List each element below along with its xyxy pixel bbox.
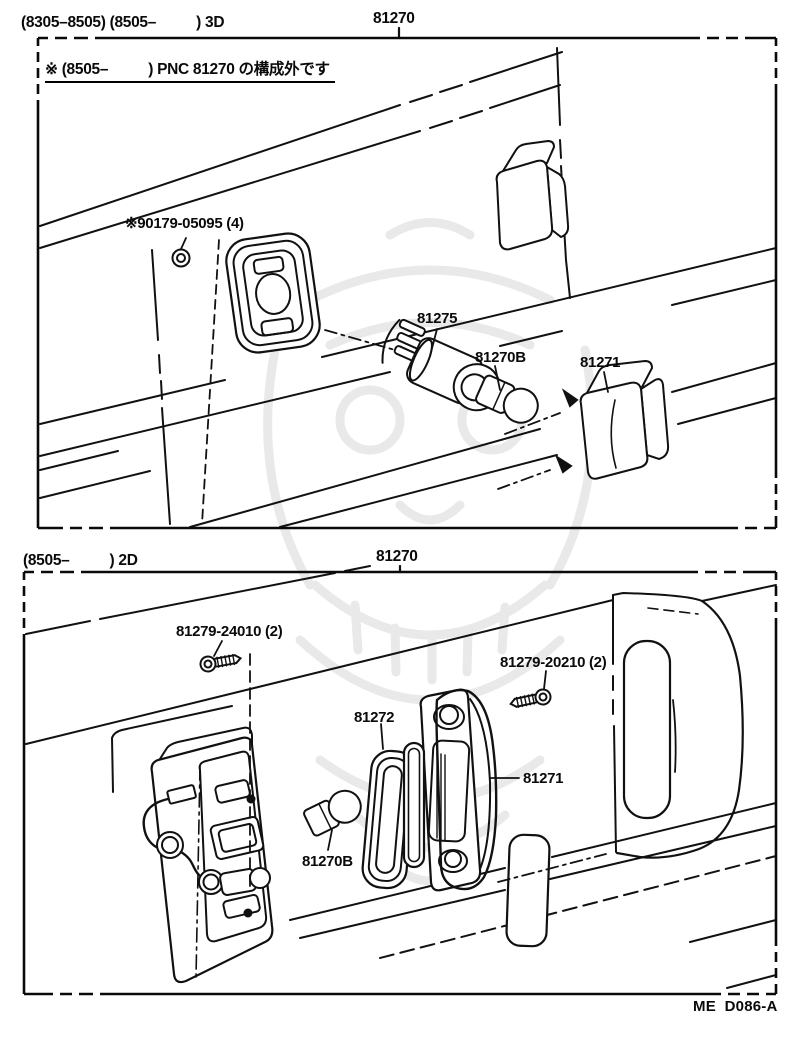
body-side-lamp-boss	[495, 139, 570, 251]
bulb-81270b-3d	[475, 374, 539, 424]
screw-81279-24010	[199, 653, 243, 673]
panel-borders	[22, 36, 778, 996]
label-screw-81279-24010: 81279-24010 (2)	[176, 623, 283, 640]
gasket-81272	[361, 749, 417, 890]
panel-3d-range-label: (8305–8505) (8505– ) 3D	[21, 14, 225, 31]
label-screw-81279-20210: 81279-20210 (2)	[500, 654, 607, 671]
drawing-code: ME D086-A	[693, 998, 778, 1015]
label-lens-81271-3d: 81271	[580, 354, 621, 371]
lamp-body-2d	[402, 688, 482, 892]
panel-2d-art	[25, 564, 777, 989]
assembly-note: ※ (8505– ) PNC 81270 の構成外です	[45, 62, 335, 83]
bulb-81270b-2d	[303, 789, 362, 837]
lower-trim	[505, 833, 551, 948]
panel-2d-part-number: 81270	[376, 548, 418, 565]
fastener-nut	[171, 248, 191, 268]
lens-81271-2d	[435, 688, 498, 891]
panel-3d-part-number: 81270	[373, 10, 415, 27]
label-socket-81275: 81275	[417, 310, 458, 327]
label-lens-81271-2d: 81271	[523, 770, 564, 787]
lamp-housing-3d	[225, 232, 321, 354]
label-fastener-90179-05095: ※90179-05095 (4)	[125, 215, 244, 232]
label-bulb-81270b-3d: 81270B	[475, 349, 526, 366]
panel-2d-range-label: (8505– ) 2D	[23, 552, 138, 569]
panel-3d-art	[39, 26, 777, 528]
rear-pillar	[612, 584, 777, 859]
label-gasket-81272: 81272	[354, 709, 395, 726]
screw-81279-20210	[509, 688, 552, 708]
label-bulb-81270b-2d: 81270B	[302, 853, 353, 870]
lens-81271-3d	[554, 359, 670, 480]
lamp-housing-2d	[142, 726, 274, 984]
